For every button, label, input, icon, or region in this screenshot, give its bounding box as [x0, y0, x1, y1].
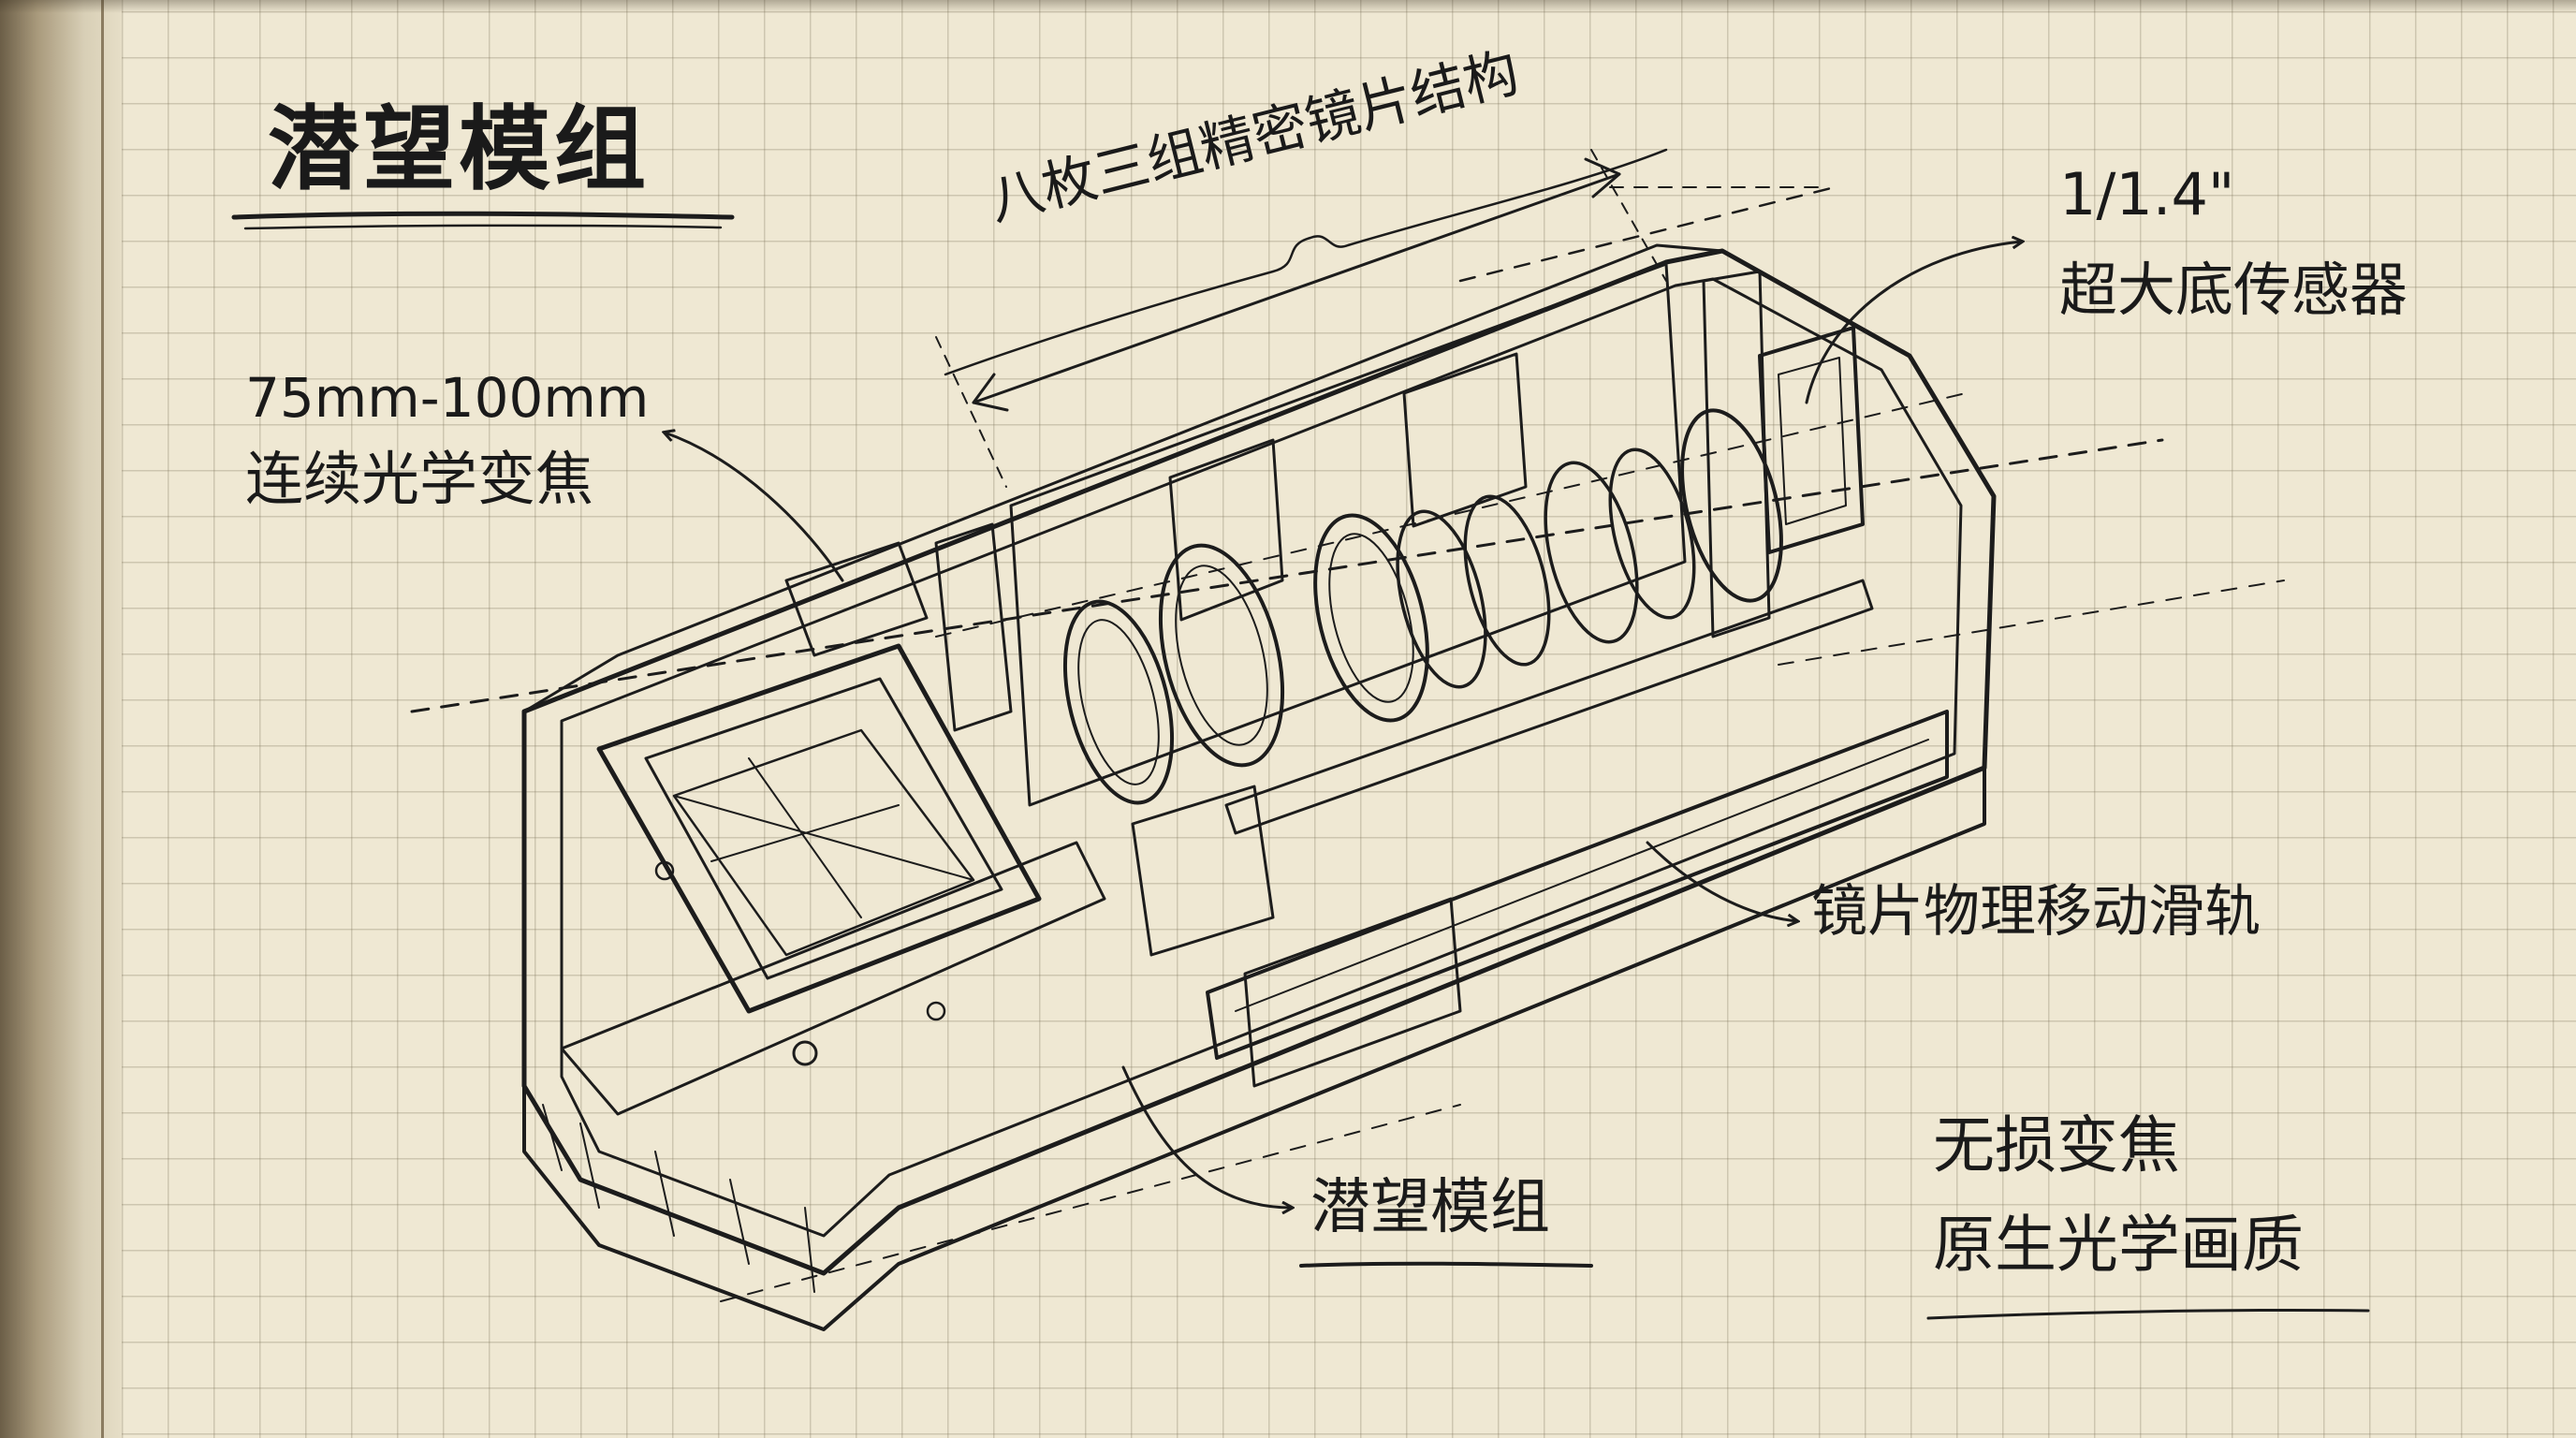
- lens-element-6: [1544, 461, 1639, 644]
- lens-dimension-arrow-left: [972, 373, 1009, 412]
- title-underline-2: [243, 224, 723, 230]
- screw-hole-1: [654, 860, 675, 881]
- lens-element-2-inner: [1175, 565, 1268, 746]
- module-base-edge: [522, 766, 1986, 1331]
- rail-leader-arrow: [1646, 841, 1797, 921]
- module-top-rim: [522, 243, 1724, 713]
- title-underline: [231, 211, 735, 220]
- rear-wall-window-2: [1402, 352, 1528, 528]
- lens-element-4: [1396, 509, 1487, 689]
- lens-element-5: [1463, 494, 1551, 667]
- prism-diagonal: [673, 757, 974, 918]
- slide-rail-lower-groove: [1235, 739, 1929, 1012]
- module-label: 潜望模组: [1310, 1173, 1550, 1242]
- rear-post: [1702, 270, 1771, 638]
- prism-bracket: [784, 541, 929, 657]
- rear-wall-window-1: [1168, 438, 1284, 622]
- native-quality-label: 原生光学画质: [1933, 1209, 2304, 1281]
- guide-line-front: [720, 1104, 1461, 1302]
- module-outer-shell: [521, 248, 1997, 1276]
- page-top-shadow: [0, 0, 2576, 13]
- prism-frame-inner: [644, 677, 1003, 980]
- module-outer-shell-inner: [560, 277, 1963, 1238]
- image-sensor-surface: [1778, 357, 1847, 525]
- lens-element-1-inner: [1077, 619, 1160, 785]
- lens-dimension-tick-right: [1590, 149, 1667, 282]
- module-label-underline: [1299, 1261, 1593, 1268]
- screw-hole-2: [792, 1040, 818, 1066]
- rear-wall: [1009, 262, 1687, 807]
- lens-dimension-tick-left: [935, 336, 1007, 488]
- guide-line-rear: [1458, 185, 1837, 283]
- lossless-zoom-label: 无损变焦: [1933, 1109, 2180, 1181]
- quality-underline: [1926, 1308, 2370, 1320]
- lens-element-3-inner: [1328, 533, 1414, 703]
- guide-line-right: [1778, 580, 2285, 666]
- lens-dimension-arrow-right: [1584, 157, 1621, 198]
- notebook-binding: [0, 0, 122, 1438]
- lens-dimension-line: [972, 172, 1621, 404]
- lens-element-3: [1313, 513, 1429, 723]
- sensor-size-label: 1/1.4": [2059, 160, 2235, 228]
- slide-rail-lower: [1206, 710, 1949, 1060]
- slide-rail-end-block: [1243, 897, 1462, 1088]
- slide-rail-label: 镜片物理移动滑轨: [1811, 879, 2261, 945]
- zoom-description-label: 连续光学变焦: [245, 445, 594, 513]
- page-title: 潜望模组: [268, 96, 651, 203]
- sensor-leader-arrow: [1805, 242, 2022, 404]
- lens-element-8: [1680, 408, 1783, 603]
- front-post: [934, 522, 1013, 732]
- optical-axis-line: [410, 438, 2164, 713]
- zoom-leader-arrow: [665, 433, 844, 582]
- zoom-range-label: 75mm-100mm: [245, 366, 650, 430]
- lens-dimension-brace: [944, 148, 1668, 376]
- binding-edge: [101, 0, 104, 1438]
- sensor-description-label: 超大底传感器: [2059, 256, 2408, 324]
- module-base-hatch: [542, 1104, 815, 1293]
- prism-frame-outer: [596, 643, 1042, 1014]
- center-post: [1131, 785, 1275, 957]
- slide-rail-upper: [1224, 579, 1874, 835]
- screw-hole-3: [926, 1001, 946, 1021]
- prism-base-plate: [560, 841, 1106, 1116]
- guide-line-top: [935, 392, 1967, 638]
- module-leader-arrow: [1121, 1065, 1292, 1208]
- image-sensor: [1758, 326, 1865, 554]
- lens-element-2: [1158, 543, 1285, 768]
- lens-element-1: [1062, 599, 1175, 805]
